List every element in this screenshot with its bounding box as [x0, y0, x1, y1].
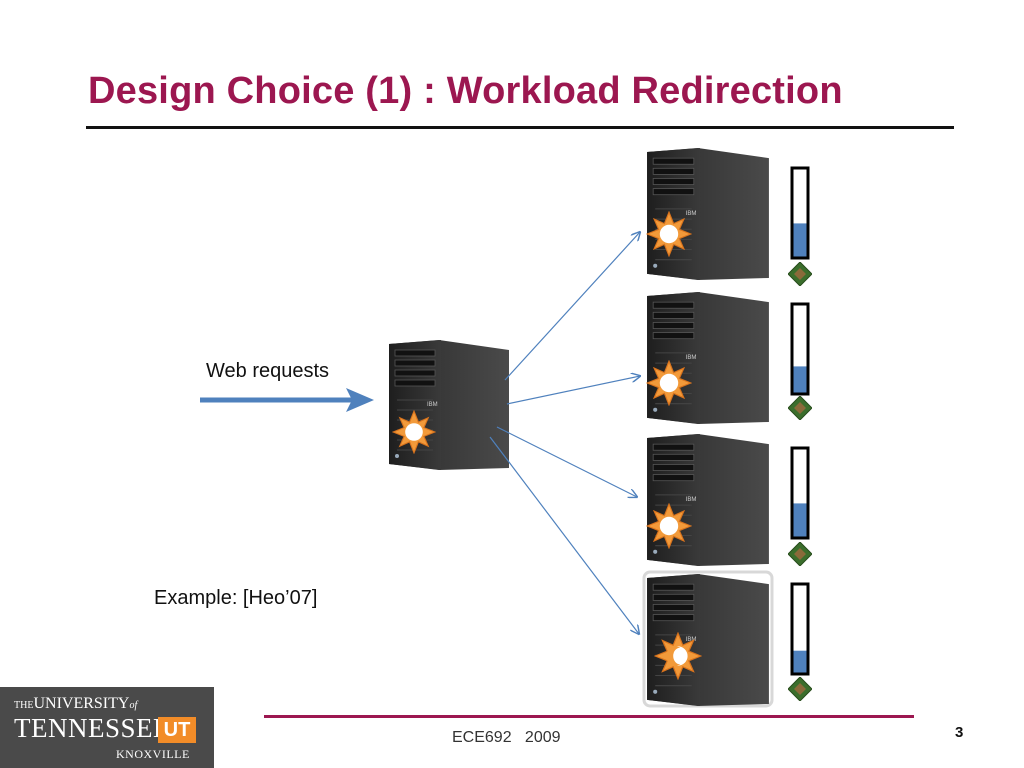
logo-line-tennessee: TENNESSEE: [14, 713, 170, 743]
sun-icon: [646, 360, 692, 406]
backend-server-2: [646, 292, 812, 424]
backend-server-3: [646, 434, 812, 566]
web-requests-label: Web requests: [206, 360, 330, 382]
cpu-chip-icon: [788, 396, 812, 420]
web-request-arrow: [200, 388, 374, 412]
utilization-fill: [793, 366, 807, 393]
logo-line-knoxville: KNOXVILLE: [116, 747, 190, 761]
logo-line-university: THEUNIVERSITYof: [14, 695, 138, 712]
cpu-chip-icon: [788, 262, 812, 286]
sun-icon: [392, 410, 436, 454]
example-citation: Example: [Heo’07]: [154, 587, 318, 609]
cpu-chip-icon: [788, 542, 812, 566]
backend-server-4: [642, 570, 812, 708]
page-number: 3: [955, 724, 964, 741]
utilization-fill: [793, 503, 807, 537]
sun-moon-icon: [654, 632, 702, 680]
ut-logo-icon: UT: [158, 717, 196, 743]
backend-server-1: [646, 148, 812, 286]
redirection-arrows: [489, 232, 640, 634]
sun-icon: [646, 211, 692, 257]
university-logo: THEUNIVERSITYof TENNESSEE UT KNOXVILLE: [0, 687, 214, 768]
slide-title: Design Choice (1) : Workload Redirection: [88, 70, 843, 112]
title-divider: [86, 126, 954, 129]
footer-divider: [264, 715, 914, 718]
utilization-fill: [793, 223, 807, 257]
footer-course: ECE692 2009: [452, 729, 561, 746]
cpu-chip-icon: [788, 677, 812, 701]
sun-icon: [646, 503, 692, 549]
frontend-server: [388, 340, 510, 470]
utilization-fill: [793, 650, 807, 673]
